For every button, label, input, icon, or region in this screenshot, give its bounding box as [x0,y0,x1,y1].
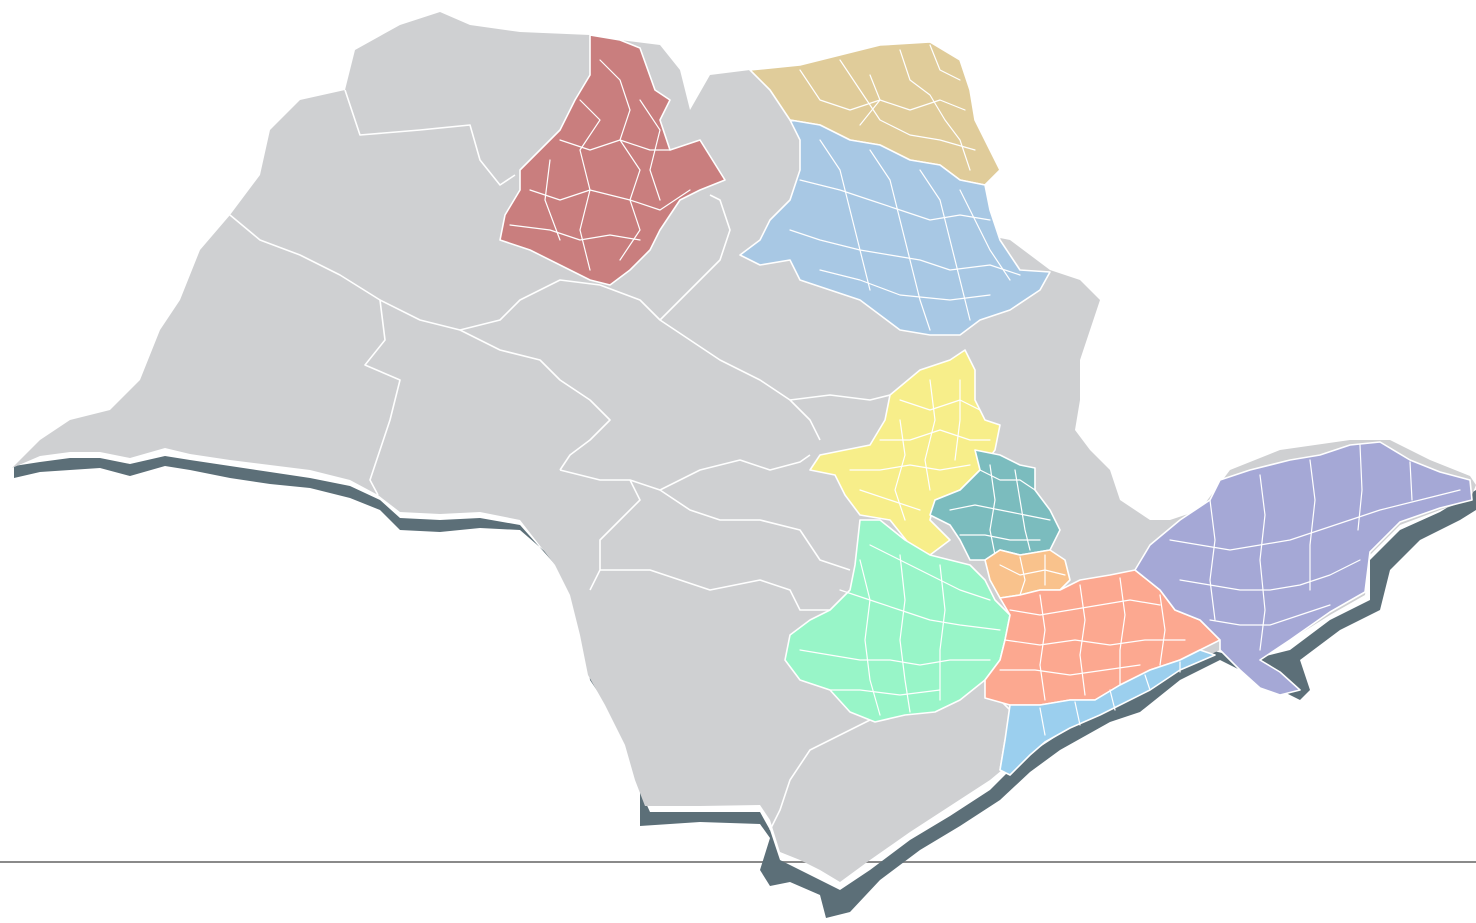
region-center-yellow[interactable] [809,349,1001,556]
region-south-green[interactable] [784,519,1011,723]
region-north-west[interactable] [499,34,726,286]
region-coast-blue[interactable] [999,649,1216,776]
region-center-orange[interactable] [984,549,1071,599]
region-north-east-lower[interactable] [739,119,1051,336]
region-center-teal[interactable] [929,449,1061,561]
region-east-violet[interactable] [1134,441,1473,696]
state-body [12,12,1476,882]
